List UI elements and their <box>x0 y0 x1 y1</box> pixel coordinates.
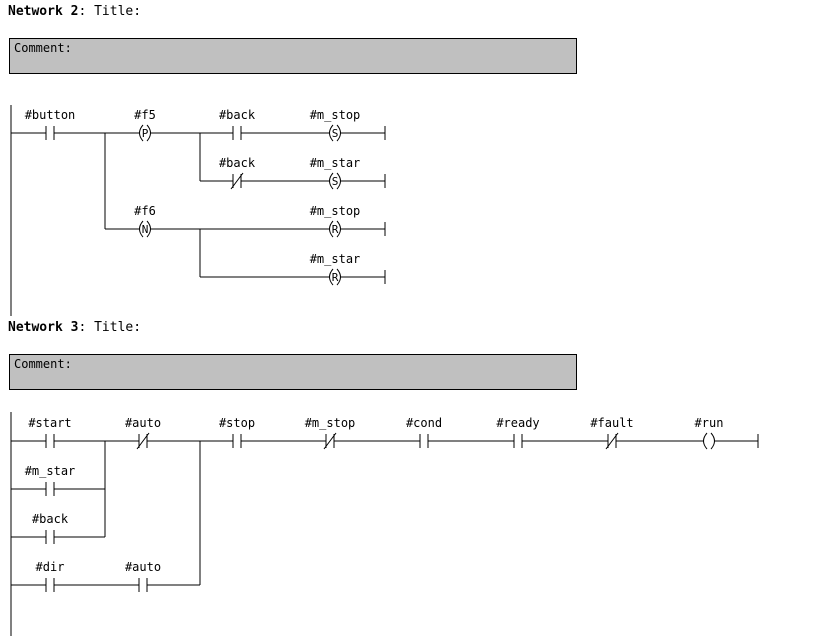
element-coil-s-mstop[interactable]: S #m_stop <box>310 108 361 142</box>
element-contact-no-auto[interactable]: #auto <box>125 560 161 592</box>
label-mstar: #m_star <box>25 464 76 478</box>
network-2-comment-box[interactable]: Comment: <box>9 38 577 74</box>
coil-run-arc-right <box>710 432 715 450</box>
coil-mstar-arc-right <box>336 268 341 286</box>
rung-main-run: #start #auto #stop #m_stop #cond #ready #fault… <box>28 416 730 450</box>
contact-auto-slash <box>136 432 150 450</box>
label-ready: #ready <box>496 416 539 430</box>
coil-mstop-letter: R <box>332 223 339 236</box>
label-f6: #f6 <box>134 204 156 218</box>
label-mstop: #m_stop <box>305 416 356 430</box>
element-contact-nc-mstop[interactable]: #m_stop <box>305 416 356 450</box>
coil-mstop-arc-right <box>336 220 341 238</box>
label-stop: #stop <box>219 416 255 430</box>
network-2-comment-text: Comment: <box>14 41 72 55</box>
rung-f6-mstop-reset: N #f6R #m_stop <box>124 204 361 238</box>
label-back: #back <box>219 108 256 122</box>
label-start: #start <box>28 416 71 430</box>
element-contact-nc-back[interactable]: #back <box>219 156 256 190</box>
coil-f6-arc-left <box>139 220 144 238</box>
coil-mstar-letter: R <box>332 271 339 284</box>
label-back: #back <box>32 512 69 526</box>
label-button: #button <box>25 108 76 122</box>
contact-back-slash <box>230 172 244 190</box>
network-3-comment-text: Comment: <box>14 357 72 371</box>
coil-mstop-arc-left <box>329 220 334 238</box>
coil-mstop-letter: S <box>332 127 339 140</box>
label-fault: #fault <box>590 416 633 430</box>
network-3-label: Network 3 <box>8 320 79 335</box>
element-contact-no-back[interactable]: #back <box>219 108 256 140</box>
element-contact-no-ready[interactable]: #ready <box>496 416 540 448</box>
rung-mstar-branch: #m_star <box>25 464 76 496</box>
element-contact-no-stop[interactable]: #stop <box>219 416 255 448</box>
coil-mstar-letter: S <box>332 175 339 188</box>
label-run: #run <box>695 416 724 430</box>
coil-mstar-arc-left <box>329 268 334 286</box>
label-mstar: #m_star <box>310 252 361 266</box>
label-mstar: #m_star <box>310 156 361 170</box>
network-2-label: Network 2 <box>8 4 79 19</box>
coil-f5-arc-left <box>139 124 144 142</box>
coil-f5-arc-right <box>146 124 151 142</box>
network-3-comment-box[interactable]: Comment: <box>9 354 577 390</box>
element-coil-n-f6[interactable]: N #f6 <box>124 204 166 238</box>
element-contact-no-dir[interactable]: #dir <box>36 560 65 592</box>
coil-f6-letter: N <box>142 223 149 236</box>
contact-mstop-slash <box>323 432 337 450</box>
label-dir: #dir <box>36 560 65 574</box>
label-mstop: #m_stop <box>310 204 361 218</box>
coil-mstop-arc-right <box>336 124 341 142</box>
coil-run-arc-left <box>703 432 708 450</box>
network-3-title-text[interactable]: Title: <box>94 320 142 335</box>
coil-f5-letter: P <box>142 127 149 140</box>
coil-mstar-arc-left <box>329 172 334 190</box>
rung-mstar-reset: R #m_star <box>310 252 361 286</box>
rung-back-branch: #back <box>32 512 69 544</box>
element-contact-nc-auto[interactable]: #auto <box>125 416 161 450</box>
network-3-separator: : <box>78 320 95 335</box>
element-contact-no-start[interactable]: #start <box>28 416 72 448</box>
element-coil-r-mstar[interactable]: R #m_star <box>310 252 361 286</box>
element-contact-no-cond[interactable]: #cond <box>406 416 442 448</box>
label-mstop: #m_stop <box>310 108 361 122</box>
rung-dir-auto-branch: #dir #auto <box>36 560 161 592</box>
element-contact-no-mstar[interactable]: #m_star <box>25 464 76 496</box>
coil-mstar-arc-right <box>336 172 341 190</box>
element-contact-no-button[interactable]: #button <box>25 108 76 140</box>
network-2-title: Network 2: Title: <box>8 4 141 19</box>
network-3-title: Network 3: Title: <box>8 320 141 335</box>
network-2-title-text[interactable]: Title: <box>94 4 142 19</box>
label-cond: #cond <box>406 416 442 430</box>
element-coil-p-f5[interactable]: P #f5 <box>124 108 166 142</box>
network-2-separator: : <box>78 4 95 19</box>
label-f5: #f5 <box>134 108 156 122</box>
label-auto: #auto <box>125 560 161 574</box>
element-contact-nc-fault[interactable]: #fault <box>590 416 634 450</box>
coil-mstop-arc-left <box>329 124 334 142</box>
label-auto: #auto <box>125 416 161 430</box>
coil-f6-arc-right <box>146 220 151 238</box>
label-back: #back <box>219 156 256 170</box>
contact-fault-slash <box>605 432 619 450</box>
element-coil-s-mstar[interactable]: S #m_star <box>310 156 361 190</box>
element-contact-no-back[interactable]: #back <box>32 512 69 544</box>
element-coil-r-mstop[interactable]: R #m_stop <box>310 204 361 238</box>
element-coil-out-run[interactable]: #run <box>688 416 730 450</box>
